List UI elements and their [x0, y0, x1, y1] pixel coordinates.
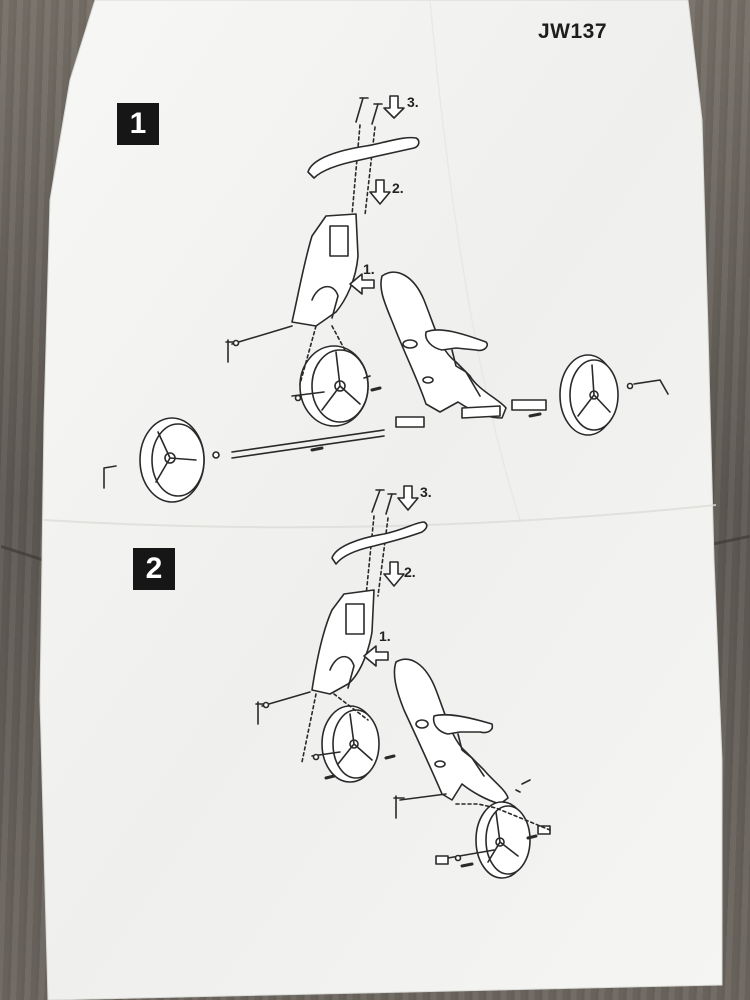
arrow-left-icon: [384, 754, 396, 760]
callout-label: 3.: [420, 484, 432, 500]
arrow-down-icon: [383, 561, 405, 587]
arrow-left-icon: [460, 862, 474, 868]
screw-icon: [355, 97, 369, 123]
wheel-part: [299, 345, 369, 427]
arrow-left-icon: [370, 386, 382, 392]
step-number-badge: 1: [117, 103, 159, 145]
screw-icon: [371, 103, 383, 125]
axle-sleeve: [511, 399, 547, 411]
screw-icon: [385, 493, 397, 515]
callout-label: 2.: [404, 564, 416, 580]
arrow-down-icon: [369, 179, 391, 205]
seat-part: [432, 713, 494, 735]
long-axle: [231, 429, 385, 453]
callout-label: 1.: [379, 628, 391, 644]
bolt-icon: [255, 691, 311, 725]
arrow-left-icon: [349, 273, 375, 295]
handlebar-part: [331, 521, 428, 565]
bolt-icon: [393, 793, 447, 819]
arrow-left-icon: [528, 412, 542, 418]
callout-label: 2.: [392, 180, 404, 196]
axle-sleeve: [395, 416, 425, 428]
arrow-down-icon: [383, 95, 405, 119]
wheel-part: [559, 354, 619, 436]
arrow-down-icon: [397, 485, 419, 511]
wheel-part: [475, 801, 531, 879]
arrow-left-icon: [324, 774, 336, 780]
step-number-badge: 2: [133, 548, 175, 590]
arrow-left-icon: [310, 446, 324, 452]
arrow-left-icon: [363, 645, 389, 667]
seat-part: [424, 329, 489, 352]
callout-label: 3.: [407, 94, 419, 110]
arrow-left-icon: [526, 834, 538, 840]
handlebar-part: [307, 136, 420, 179]
model-code: JW137: [538, 20, 608, 43]
wheel-part: [139, 417, 205, 503]
wheel-part: [321, 705, 380, 783]
screw-icon: [371, 489, 385, 513]
axle-sleeve: [435, 855, 449, 865]
rear-frame-part: [380, 271, 507, 419]
callout-label: 1.: [363, 261, 375, 277]
